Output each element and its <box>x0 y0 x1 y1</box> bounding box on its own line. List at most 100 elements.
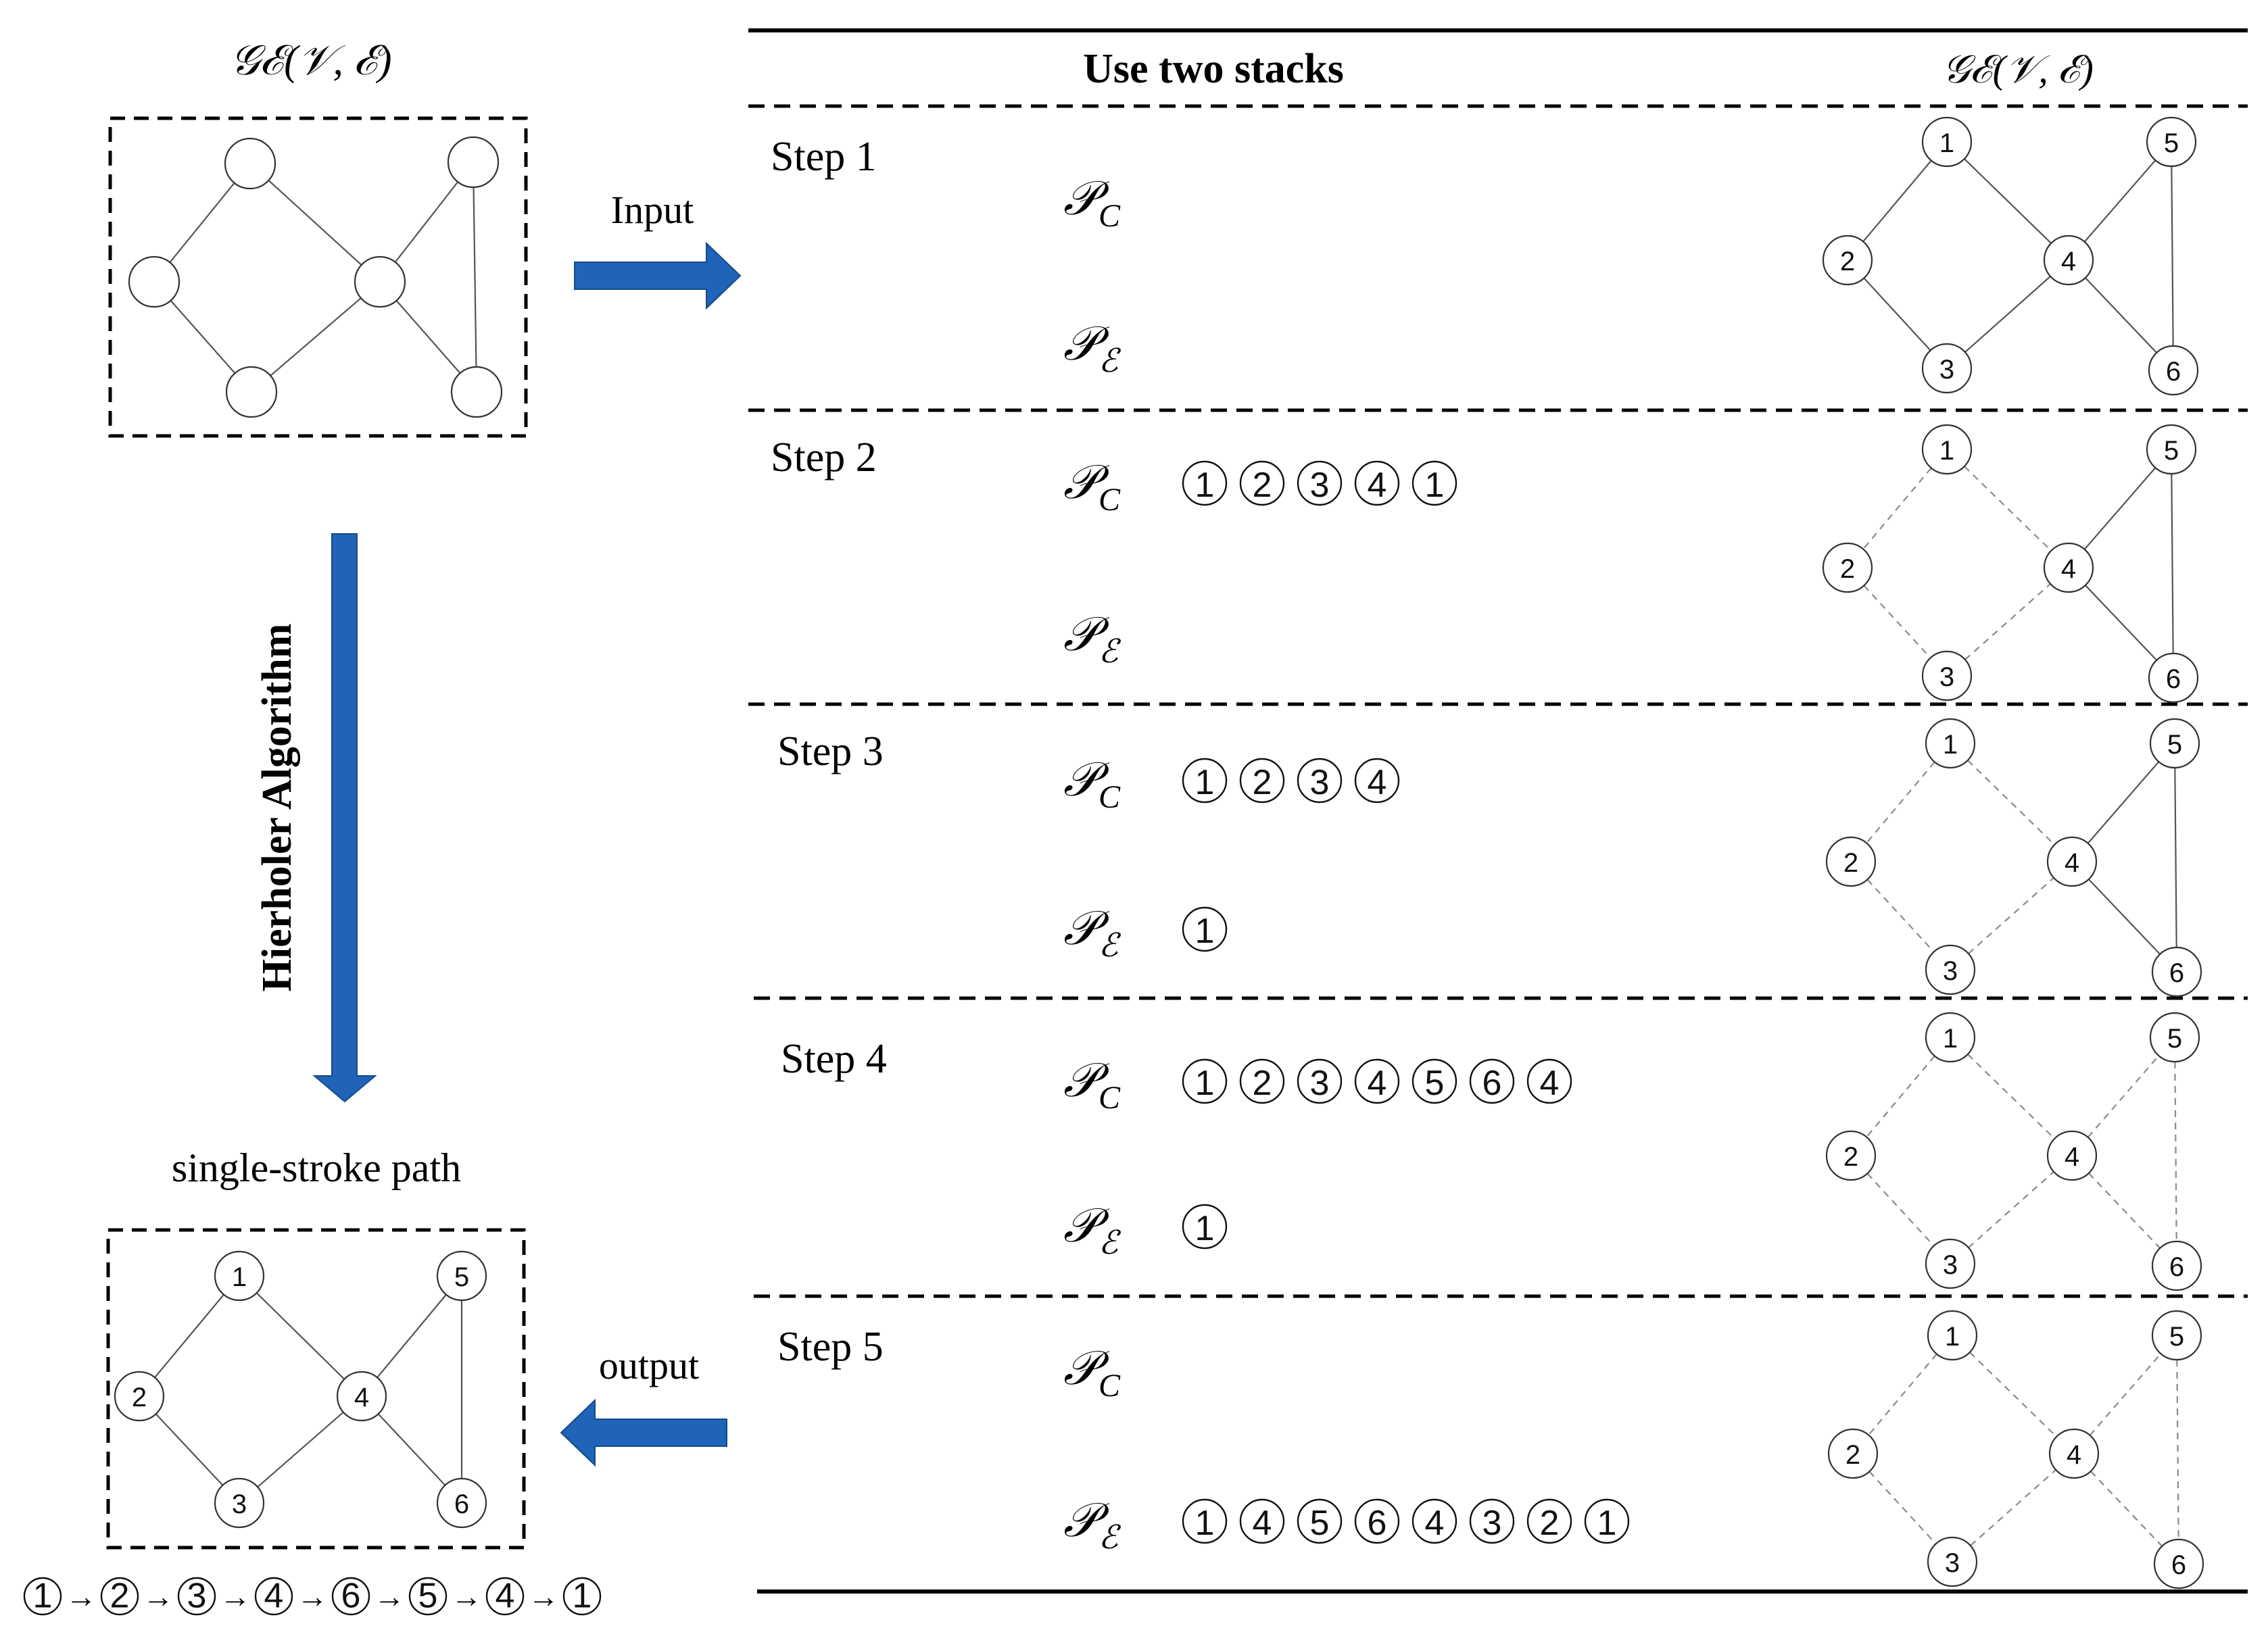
graph-node: 1 <box>1927 1310 1978 1361</box>
graph-edge <box>2068 141 2172 261</box>
svg-text:4: 4 <box>1368 466 1387 505</box>
graph-edge <box>1950 743 2073 862</box>
graph-edge <box>1850 1037 1951 1156</box>
path-arrow: → <box>220 1579 251 1614</box>
graph-node: 2 <box>1825 1130 1877 1181</box>
stack-pe-token: 1 <box>1182 1498 1228 1544</box>
stack-pe-label-subscript: ℰ <box>1099 928 1121 964</box>
svg-text:4: 4 <box>496 1577 515 1616</box>
graph-node: 6 <box>2151 1240 2202 1291</box>
graph-edge <box>1950 1155 2073 1264</box>
graph-node: 4 <box>2046 836 2098 887</box>
output-node-1: 1 <box>214 1250 265 1302</box>
path-node: 4 <box>485 1577 525 1616</box>
input-arrow <box>574 241 742 310</box>
input-node <box>128 255 180 308</box>
path-arrow: → <box>528 1579 559 1614</box>
stack-pc-token: 3 <box>1297 460 1343 506</box>
svg-text:5: 5 <box>2164 436 2179 466</box>
stack-pc-token: 1 <box>1182 1058 1228 1104</box>
svg-text:3: 3 <box>1310 466 1330 505</box>
graph-node: 3 <box>1927 1536 1978 1587</box>
svg-text:3: 3 <box>1482 1504 1502 1543</box>
graph-edge <box>1952 1335 2075 1454</box>
stack-pc-label-subscript: C <box>1099 779 1121 815</box>
svg-text:1: 1 <box>1939 128 1954 158</box>
svg-text:4: 4 <box>264 1577 284 1616</box>
output-node-4: 4 <box>336 1371 387 1422</box>
output-node-6: 6 <box>436 1477 487 1529</box>
stack-pc-token: 1 <box>1182 758 1228 804</box>
stack-pc-token: 4 <box>1526 1058 1572 1104</box>
graph-node: 3 <box>1921 343 1973 394</box>
svg-text:4: 4 <box>2067 1440 2081 1470</box>
graph-node: 1 <box>1921 116 1973 168</box>
stack-pc-token: 5 <box>1412 1058 1457 1104</box>
svg-text:1: 1 <box>1597 1504 1617 1543</box>
svg-text:3: 3 <box>1943 956 1958 986</box>
graph-edge <box>1950 861 2073 970</box>
svg-text:1: 1 <box>1195 1504 1215 1543</box>
graph-edge <box>1946 260 2069 369</box>
step-graph: 1 2 3 4 5 6 <box>1825 718 2202 997</box>
stack-pc-token: 2 <box>1239 758 1285 804</box>
graph-edge <box>2073 1335 2177 1454</box>
svg-text:2: 2 <box>1540 1504 1560 1543</box>
svg-text:2: 2 <box>1843 1142 1858 1172</box>
output-graph: 1 2 3 4 5 6 <box>114 1250 487 1529</box>
svg-text:6: 6 <box>1482 1064 1502 1103</box>
svg-text:3: 3 <box>1945 1548 1960 1578</box>
svg-text:1: 1 <box>1195 912 1215 951</box>
stack-pe-token: 3 <box>1469 1498 1515 1544</box>
graph-node: 6 <box>2151 946 2202 997</box>
graph-edge <box>2170 141 2175 371</box>
step-label: Step 1 <box>771 134 877 180</box>
graph-node: 3 <box>1925 944 1976 995</box>
graph-edge <box>2175 1335 2180 1564</box>
graph-node: 4 <box>2048 1428 2100 1479</box>
graph-node: 2 <box>1822 542 1873 593</box>
header-graph-title: 𝒢ℰ(𝒱, ℰ) <box>1942 47 2094 91</box>
stack-pc-token: 4 <box>1354 758 1400 804</box>
graph-edge <box>1946 567 2069 676</box>
svg-text:1: 1 <box>1943 1024 1958 1054</box>
svg-text:2: 2 <box>1840 247 1855 276</box>
stack-pe-token: 1 <box>1584 1498 1630 1544</box>
svg-text:2: 2 <box>1253 1064 1272 1103</box>
graph-node: 5 <box>2151 1310 2202 1361</box>
svg-text:3: 3 <box>1943 1250 1958 1280</box>
svg-text:3: 3 <box>1310 763 1330 802</box>
step-label: Step 2 <box>771 435 877 480</box>
stack-pc-label-subscript: C <box>1099 1080 1121 1116</box>
graph-node: 2 <box>1825 836 1877 887</box>
input-node <box>225 366 278 418</box>
input-graph-title: 𝒢ℰ(𝒱, ℰ) <box>230 38 391 84</box>
graph-edge <box>1847 449 1948 568</box>
graph-edge <box>2173 1037 2178 1266</box>
svg-text:1: 1 <box>1943 730 1958 760</box>
graph-node: 1 <box>1921 424 1973 475</box>
svg-text:1: 1 <box>1195 763 1215 802</box>
step-label: Step 5 <box>777 1324 884 1370</box>
svg-text:1: 1 <box>573 1577 592 1616</box>
graph-edge <box>2073 1453 2179 1564</box>
svg-text:5: 5 <box>2167 730 2182 760</box>
stack-pe-token: 1 <box>1182 906 1228 952</box>
graph-edge <box>2071 743 2175 862</box>
svg-text:5: 5 <box>1310 1504 1330 1543</box>
svg-text:4: 4 <box>1425 1504 1445 1543</box>
path-node: 2 <box>100 1577 139 1616</box>
stack-pc-token: 2 <box>1239 460 1285 506</box>
stack-pe-label-subscript: ℰ <box>1099 1225 1121 1261</box>
stack-pc-token: 2 <box>1239 1058 1285 1104</box>
svg-text:5: 5 <box>2164 128 2179 158</box>
